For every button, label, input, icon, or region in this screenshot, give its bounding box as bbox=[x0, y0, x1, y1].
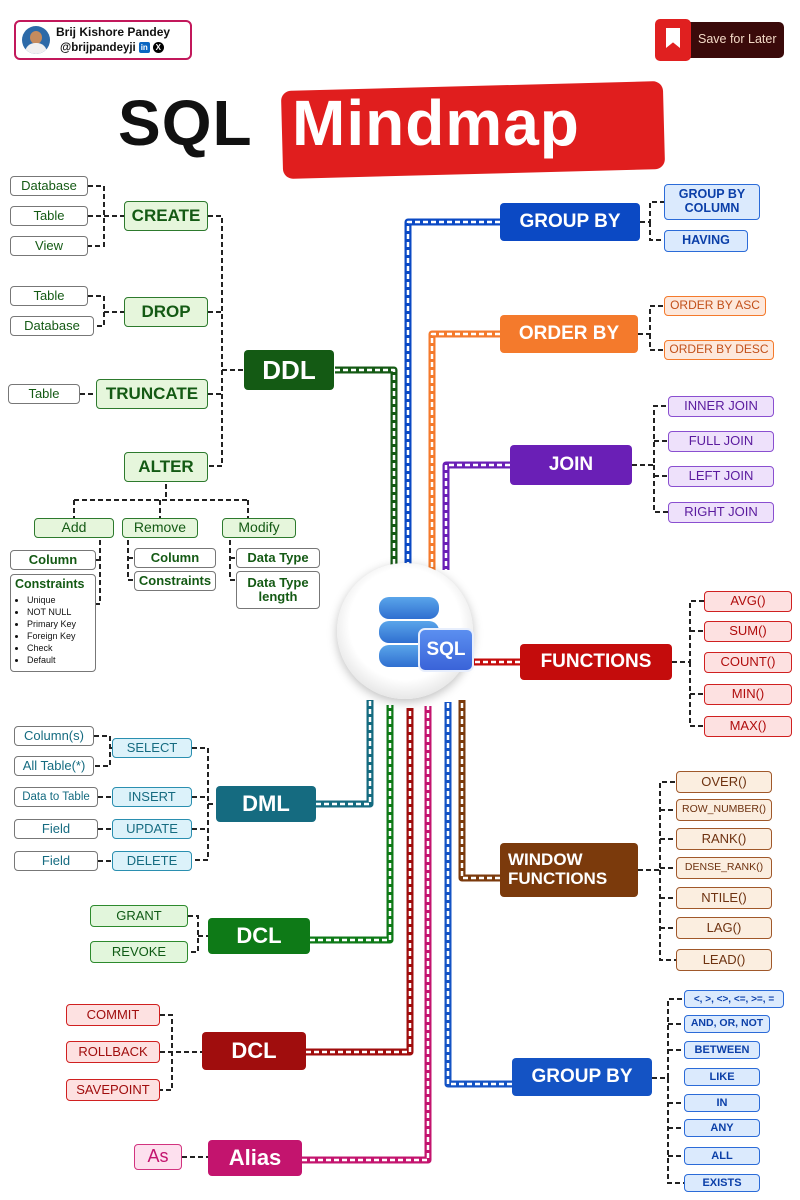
dml-op-insert[interactable]: INSERT bbox=[112, 787, 192, 807]
function-item: MIN() bbox=[704, 684, 792, 705]
group-by-node[interactable]: GROUP BY bbox=[500, 203, 640, 241]
window-item: DENSE_RANK() bbox=[676, 857, 772, 879]
dml-op-delete[interactable]: DELETE bbox=[112, 851, 192, 871]
dcl-item: GRANT bbox=[90, 905, 188, 927]
dml-target: Field bbox=[14, 819, 98, 839]
window-item: NTILE() bbox=[676, 887, 772, 909]
x-icon[interactable]: X bbox=[152, 42, 164, 54]
order-by-node[interactable]: ORDER BY bbox=[500, 315, 638, 353]
window-functions-node[interactable]: WINDOW FUNCTIONS bbox=[500, 843, 638, 897]
tcl-node[interactable]: DCL bbox=[202, 1032, 306, 1070]
add-constraints-box: Constraints Unique NOT NULL Primary Key … bbox=[10, 574, 96, 672]
dml-op-update[interactable]: UPDATE bbox=[112, 819, 192, 839]
tcl-item: ROLLBACK bbox=[66, 1041, 160, 1063]
title-part2: Mindmap bbox=[292, 87, 580, 159]
truncate-node[interactable]: TRUNCATE bbox=[96, 379, 208, 409]
filter-item: ANY bbox=[684, 1119, 760, 1137]
alter-node[interactable]: ALTER bbox=[124, 452, 208, 482]
join-item: LEFT JOIN bbox=[668, 466, 774, 487]
alias-item: As bbox=[134, 1144, 182, 1170]
add-column: Column bbox=[10, 550, 96, 570]
join-item: RIGHT JOIN bbox=[668, 502, 774, 523]
sql-badge: SQL bbox=[418, 628, 474, 672]
window-item: OVER() bbox=[676, 771, 772, 793]
group-by-filter-node[interactable]: GROUP BY bbox=[512, 1058, 652, 1096]
truncate-item: Table bbox=[8, 384, 80, 404]
constraints-list: Unique NOT NULL Primary Key Foreign Key … bbox=[15, 594, 76, 666]
function-item: SUM() bbox=[704, 621, 792, 642]
filter-item: BETWEEN bbox=[684, 1041, 760, 1059]
constraint-item: Default bbox=[27, 654, 76, 666]
join-item: FULL JOIN bbox=[668, 431, 774, 452]
create-item: View bbox=[10, 236, 88, 256]
filter-item: <, >, <>, <=, >=, = bbox=[684, 990, 784, 1008]
function-item: MAX() bbox=[704, 716, 792, 737]
save-for-later-button[interactable]: Save for Later bbox=[655, 19, 784, 61]
functions-node[interactable]: FUNCTIONS bbox=[520, 644, 672, 680]
join-node[interactable]: JOIN bbox=[510, 445, 632, 485]
ddl-node[interactable]: DDL bbox=[244, 350, 334, 390]
remove-item: Column bbox=[134, 548, 216, 568]
modify-item: Data Type length bbox=[236, 571, 320, 609]
tcl-item: SAVEPOINT bbox=[66, 1079, 160, 1101]
drop-node[interactable]: DROP bbox=[124, 297, 208, 327]
create-node[interactable]: CREATE bbox=[124, 201, 208, 231]
author-name: Brij Kishore Pandey bbox=[56, 25, 171, 39]
alias-node[interactable]: Alias bbox=[208, 1140, 302, 1176]
constraint-item: Check bbox=[27, 642, 76, 654]
window-item: RANK() bbox=[676, 828, 772, 850]
constraint-item: Primary Key bbox=[27, 618, 76, 630]
dml-target: All Table(*) bbox=[14, 756, 94, 776]
drop-item: Database bbox=[10, 316, 94, 336]
title-part1: SQL bbox=[118, 87, 253, 159]
remove-item: Constraints bbox=[134, 571, 216, 591]
window-item: LAG() bbox=[676, 917, 772, 939]
author-avatar bbox=[22, 26, 50, 54]
author-handle: @brijpandeyji bbox=[60, 42, 136, 54]
filter-item: AND, OR, NOT bbox=[684, 1015, 770, 1033]
modify-item: Data Type bbox=[236, 548, 320, 568]
order-by-item: ORDER BY DESC bbox=[664, 340, 774, 360]
create-item: Table bbox=[10, 206, 88, 226]
alter-add[interactable]: Add bbox=[34, 518, 114, 538]
group-by-item: HAVING bbox=[664, 230, 748, 252]
dml-target: Field bbox=[14, 851, 98, 871]
drop-item: Table bbox=[10, 286, 88, 306]
function-item: AVG() bbox=[704, 591, 792, 612]
filter-item: EXISTS bbox=[684, 1174, 760, 1192]
save-label: Save for Later bbox=[698, 32, 777, 46]
create-item: Database bbox=[10, 176, 88, 196]
dml-op-select[interactable]: SELECT bbox=[112, 738, 192, 758]
window-item: ROW_NUMBER() bbox=[676, 799, 772, 821]
group-by-item: GROUP BY COLUMN bbox=[664, 184, 760, 220]
tcl-item: COMMIT bbox=[66, 1004, 160, 1026]
filter-item: ALL bbox=[684, 1147, 760, 1165]
dml-target: Data to Table bbox=[14, 787, 98, 807]
dml-node[interactable]: DML bbox=[216, 786, 316, 822]
alter-modify[interactable]: Modify bbox=[222, 518, 296, 538]
linkedin-icon[interactable]: in bbox=[138, 42, 150, 54]
constraint-item: Unique bbox=[27, 594, 76, 606]
constraint-item: Foreign Key bbox=[27, 630, 76, 642]
function-item: COUNT() bbox=[704, 652, 792, 673]
order-by-item: ORDER BY ASC bbox=[664, 296, 766, 316]
dcl-item: REVOKE bbox=[90, 941, 188, 963]
database-icon bbox=[379, 597, 439, 619]
alter-remove[interactable]: Remove bbox=[122, 518, 198, 538]
dcl-node[interactable]: DCL bbox=[208, 918, 310, 954]
constraint-item: NOT NULL bbox=[27, 606, 76, 618]
window-item: LEAD() bbox=[676, 949, 772, 971]
join-item: INNER JOIN bbox=[668, 396, 774, 417]
bookmark-icon bbox=[655, 19, 691, 61]
filter-item: IN bbox=[684, 1094, 760, 1112]
dml-target: Column(s) bbox=[14, 726, 94, 746]
constraints-title: Constraints bbox=[15, 577, 85, 591]
filter-item: LIKE bbox=[684, 1068, 760, 1086]
